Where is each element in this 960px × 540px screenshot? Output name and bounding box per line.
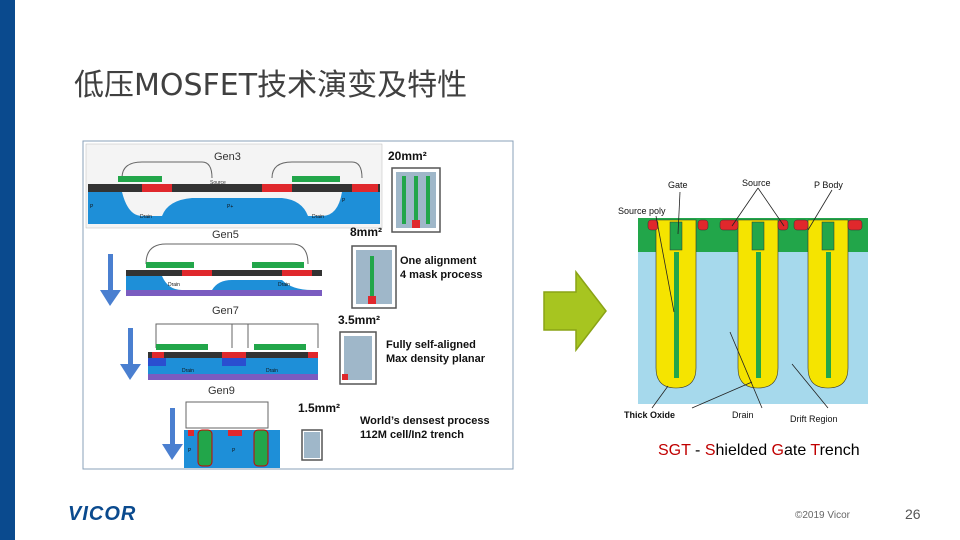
- sgt-pbody-label: P Body: [814, 180, 843, 190]
- slide-title: 低压MOSFET技术演变及特性: [74, 68, 468, 103]
- mosfet-generations-diagram: Gen3 Source P P+ P Drain Drain 20mm² Gen…: [82, 140, 514, 470]
- gen9-label: Gen9: [208, 385, 235, 397]
- gen7-desc-1: Fully self-aligned: [386, 339, 476, 351]
- sgt-source-poly-label: Source poly: [618, 206, 666, 216]
- evolution-arrow-icon: [543, 270, 607, 352]
- vicor-logo: VICOR: [68, 503, 136, 523]
- gen3-p-label-2: P+: [227, 204, 233, 210]
- gen5-label: Gen5: [212, 229, 239, 241]
- gen3-panel: Gen3 Source P P+ P Drain Drain: [85, 143, 383, 229]
- trench-3: [807, 219, 849, 389]
- gen9-area: 1.5mm²: [298, 401, 340, 415]
- gen9-desc-2: 112M cell/In2 trench: [360, 429, 464, 441]
- gen9-p-label-2: P: [232, 448, 236, 454]
- gen5-desc-1: One alignment: [400, 255, 477, 267]
- gen5-drain-label-2: Drain: [278, 282, 290, 288]
- sgt-gate-label: Gate: [668, 180, 688, 190]
- gen7-label: Gen7: [212, 305, 239, 317]
- gen7-cell-icon: [339, 331, 377, 385]
- sgt-drain-label: Drain: [732, 410, 754, 420]
- gen3-p-label-3: P: [342, 198, 346, 204]
- sgt-thick-oxide-label: Thick Oxide: [624, 410, 675, 420]
- sgt-caption: SGT - Shielded Gate Trench: [658, 442, 860, 459]
- gen3-source-label: Source: [210, 180, 226, 186]
- gen3-drain-label-1: Drain: [140, 214, 152, 220]
- gen7-desc-2: Max density planar: [386, 353, 486, 365]
- sgt-drift-region-label: Drift Region: [790, 414, 838, 424]
- source-regions: [647, 219, 863, 231]
- gen9-p-label-1: P: [188, 448, 192, 454]
- gen5-panel: Drain Drain: [126, 243, 322, 296]
- svg-text:VICOR: VICOR: [68, 503, 136, 523]
- gen9-cell-icon: [301, 429, 323, 461]
- gen5-drain-label-1: Drain: [168, 282, 180, 288]
- gen7-drain-label-2: Drain: [266, 368, 278, 374]
- down-arrow-1: [100, 254, 121, 306]
- gen9-panel: P P: [184, 401, 280, 468]
- gen7-area: 3.5mm²: [338, 313, 380, 327]
- trench-1: [655, 219, 697, 389]
- sgt-source-label: Source: [742, 178, 771, 188]
- gen3-drain-label-2: Drain: [312, 214, 324, 220]
- page-number: 26: [905, 506, 921, 522]
- gen7-drain-label-1: Drain: [182, 368, 194, 374]
- gen9-desc-1: World’s densest process: [360, 415, 490, 427]
- gen5-cell-icon: [351, 245, 397, 309]
- down-arrow-3: [162, 408, 183, 460]
- gen3-cell-icon: [391, 167, 441, 233]
- gen7-panel: Drain Drain: [148, 323, 319, 380]
- sgt-cross-section-diagram: Gate Source P Body Source poly Thick Oxi…: [618, 178, 868, 424]
- gen3-area: 20mm²: [388, 149, 427, 163]
- left-accent-bar: [0, 0, 15, 540]
- gen3-p-label-1: P: [90, 204, 94, 210]
- down-arrow-2: [120, 328, 141, 380]
- trench-2: [737, 219, 779, 389]
- gen5-area: 8mm²: [350, 225, 382, 239]
- gen3-label: Gen3: [214, 151, 241, 163]
- sgt-leader-lines: [651, 187, 833, 409]
- copyright-text: ©2019 Vicor: [795, 510, 850, 521]
- gen5-desc-2: 4 mask process: [400, 269, 483, 281]
